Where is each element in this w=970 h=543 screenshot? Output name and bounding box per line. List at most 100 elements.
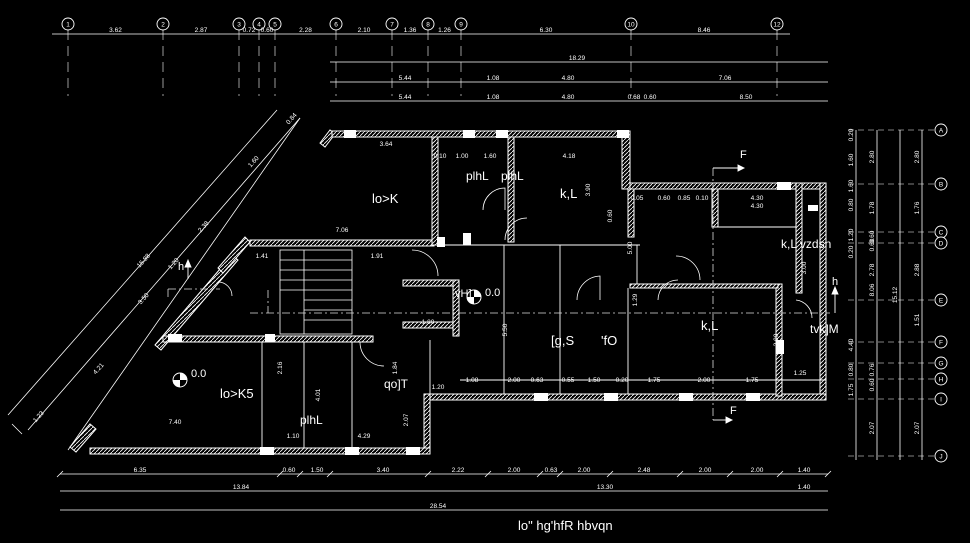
right-right-dim-4: 2.07	[914, 421, 921, 434]
grid-bubble-E	[934, 293, 948, 307]
level-text-left: 0.0	[191, 368, 206, 380]
section-mark-bottom: F	[730, 405, 737, 417]
interior-dim-7: 2.00	[508, 377, 521, 384]
room-label-1: lo>K	[372, 191, 399, 206]
interior-dim-26: 4.18	[563, 153, 576, 160]
top-row3-dim-3: 7.06	[719, 75, 732, 82]
top-spacing-8: 6.30	[540, 27, 553, 34]
top-spacing-6: 1.36	[404, 27, 417, 34]
top-row3-dim-1: 1.08	[487, 75, 500, 82]
grid-bubble-label-8: 8	[426, 22, 430, 29]
bottom-tick-1	[276, 470, 284, 478]
grid-bubble-label-F: F	[939, 340, 943, 347]
arrow-label-left: h	[178, 261, 184, 273]
bottom-row1-dim-4: 2.22	[452, 467, 465, 474]
section-mark-top: F	[740, 149, 747, 161]
diagonal-dimension-lines	[7, 109, 301, 451]
interior-dim-2: 1.41	[256, 253, 269, 260]
bottom-row1-dim-2: 1.50	[311, 467, 324, 474]
section-arrows	[184, 164, 839, 424]
room-label-11: plhL	[300, 413, 323, 427]
grid-bubble-label-C: C	[939, 230, 944, 237]
grid-bubble-label-9: 9	[459, 22, 463, 29]
interior-dim-29: 5.00	[627, 241, 634, 254]
room-label-2: plhL	[466, 169, 489, 183]
interior-dim-9: 0.55	[562, 377, 575, 384]
diagonal-dim-1: 1.60	[247, 155, 261, 169]
bottom-row3-dim-0: 28.54	[430, 503, 447, 510]
interior-dim-10: 1.50	[588, 377, 601, 384]
right-grid-axis	[855, 130, 923, 460]
bottom-tick-4	[424, 470, 432, 478]
bottom-tick-3	[326, 470, 334, 478]
bottom-tick-10	[726, 470, 734, 478]
interior-dim-39: 1.84	[392, 361, 399, 374]
right-right-dim-0: 2.80	[914, 150, 921, 163]
grid-bubble-label-7: 7	[390, 22, 394, 29]
top-spacing-2: 0.72	[243, 27, 256, 34]
diagonal-dim-6: 4.21	[92, 362, 106, 376]
interior-dim-0: 3.64	[380, 141, 393, 148]
grid-bubble-label-1: 1	[66, 22, 70, 29]
right-right-dim-1: 1.76	[914, 201, 921, 214]
top-spacing-1: 2.87	[195, 27, 208, 34]
right-left-dim-8: 1.75	[848, 383, 855, 396]
interior-dim-25: 1.60	[484, 153, 497, 160]
top-spacing-9: 8.46	[698, 27, 711, 34]
right-mid-dim-1: 1.78	[869, 201, 876, 214]
right-mid-dim-3: 0.60	[869, 238, 876, 251]
right-mid-dim-0: 2.80	[869, 150, 876, 163]
top-spacing-7: 1.26	[438, 27, 451, 34]
room-label-10: lo>K5	[220, 386, 254, 401]
interior-dim-12: 1.75	[648, 377, 661, 384]
interior-dim-1: 7.06	[336, 227, 349, 234]
grid-bubble-label-G: G	[938, 361, 943, 368]
top-spacing-0: 3.62	[109, 27, 122, 34]
top-row4-dim-5: 8.50	[740, 94, 753, 101]
bottom-row2-dim-2: 1.40	[798, 484, 811, 491]
interior-dim-15: 1.25	[794, 370, 807, 377]
grid-bubble-label-6: 6	[334, 22, 338, 29]
level-text-center: 0.0	[485, 287, 500, 299]
interior-dim-36: 3.00	[801, 261, 808, 274]
bottom-tick-11	[776, 470, 784, 478]
interior-dim-37: 1.29	[632, 293, 639, 306]
bottom-tick-7	[556, 470, 564, 478]
grid-bubble-label-12: 12	[773, 22, 781, 29]
bottom-row1-dim-11: 1.40	[798, 467, 811, 474]
room-label-8: k,L	[701, 318, 718, 333]
grid-bubble-label-E: E	[939, 298, 944, 305]
right-left-dim-7: 0.80	[848, 363, 855, 376]
interior-dim-22: 0.60	[658, 195, 671, 202]
interior-dim-33: 2.16	[277, 361, 284, 374]
grid-bubble-label-4: 4	[257, 22, 261, 29]
bottom-row1-dim-6: 0.63	[545, 467, 558, 474]
diagonal-hatched-walls	[69, 129, 336, 453]
top-row3-dim-0: 5.44	[399, 75, 412, 82]
bottom-row1-dim-7: 2.00	[578, 467, 591, 474]
window-markers	[168, 130, 818, 455]
interior-dim-27: 0.10	[434, 153, 447, 160]
interior-dim-19: 4.30	[751, 195, 764, 202]
bottom-tick-8	[606, 470, 614, 478]
interior-dim-30: 5.50	[502, 323, 509, 336]
grid-bubble-H	[934, 372, 948, 386]
grid-bubble-label-B: B	[939, 182, 943, 189]
right-mid-dim-6: 15.12	[892, 286, 899, 303]
interior-dim-34: 4.01	[315, 388, 322, 401]
bottom-row1-dim-10: 2.00	[751, 467, 764, 474]
grid-bubble-D	[934, 236, 948, 250]
interior-dim-17: 1.10	[287, 433, 300, 440]
right-left-dim-3: 0.80	[848, 198, 855, 211]
grid-bubble-label-3: 3	[237, 22, 241, 29]
grid-bubble-I	[934, 392, 948, 406]
bottom-tick-0	[56, 470, 64, 478]
interior-dim-20: 4.30	[751, 203, 764, 210]
level-marker-left	[172, 372, 188, 388]
